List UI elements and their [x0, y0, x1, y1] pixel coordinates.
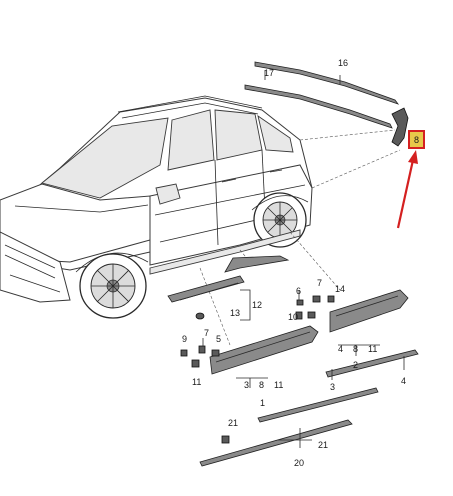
callout-11-group1: 11 — [274, 380, 283, 390]
callout-2: 2 — [353, 360, 358, 370]
callout-labels: 16 17 12 13 7 6 14 10 7 9 5 11 4 8 11 2 … — [182, 58, 406, 468]
callout-7-lower: 7 — [204, 328, 209, 338]
callout-8-highlighted: 8 — [414, 135, 419, 145]
callout-11-group2: 11 — [368, 344, 377, 354]
callout-16: 16 — [338, 58, 348, 68]
callout-12: 12 — [252, 300, 262, 310]
red-arrow-head — [408, 150, 418, 164]
callout-5-lower: 5 — [216, 334, 221, 344]
highlight-box — [408, 130, 425, 149]
car-body-illustration — [0, 95, 313, 319]
door-moulding-parts — [199, 289, 419, 467]
callout-brackets — [236, 289, 405, 448]
callout-21-group20: 21 — [318, 440, 328, 450]
callout-20: 20 — [294, 458, 304, 468]
clip-fasteners — [180, 290, 335, 444]
callout-14-upper: 14 — [335, 284, 345, 294]
callout-11-lower: 11 — [192, 377, 201, 387]
callout-1: 1 — [260, 398, 265, 408]
callout-21-lower: 21 — [228, 418, 238, 428]
callout-17: 17 — [264, 68, 274, 78]
callout-7-upper: 7 — [317, 278, 322, 288]
roof-trim-parts — [244, 61, 409, 147]
callout-3-group1: 3 — [244, 380, 249, 390]
callout-9-lower: 9 — [182, 334, 187, 344]
callout-8-group1: 8 — [259, 380, 264, 390]
sill-parts — [167, 255, 290, 320]
callout-10-upper: 10 — [288, 312, 298, 322]
callout-4-group2: 4 — [338, 344, 343, 354]
callout-6-upper: 6 — [296, 286, 301, 296]
red-arrow-shaft — [396, 159, 415, 229]
callout-8-group2: 8 — [353, 344, 358, 354]
callout-13: 13 — [230, 308, 240, 318]
callout-3-upper: 3 — [330, 382, 335, 392]
callout-4: 4 — [401, 376, 406, 386]
leader-lines — [199, 129, 401, 346]
highlighted-part-marker: 8 — [396, 130, 425, 229]
